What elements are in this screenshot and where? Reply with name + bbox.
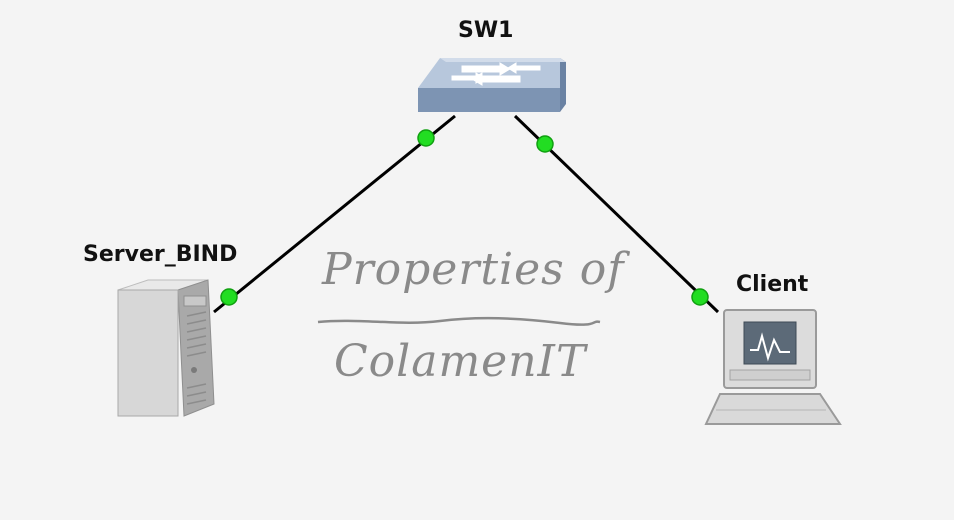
link-switch-server xyxy=(213,114,456,314)
port-indicator-server xyxy=(220,288,238,306)
port-indicator-client xyxy=(691,288,709,306)
port-indicator-switch-client xyxy=(536,135,554,153)
server-tower-icon[interactable] xyxy=(117,279,215,417)
client-label: Client xyxy=(736,272,809,297)
switch-label: SW1 xyxy=(458,18,514,43)
watermark-line2: ColamenIT xyxy=(334,336,587,387)
server-label: Server_BIND xyxy=(83,242,238,267)
watermark-underline xyxy=(317,316,601,326)
watermark-line1: Properties of xyxy=(322,244,625,295)
desktop-computer-icon[interactable] xyxy=(704,309,842,425)
network-switch-icon[interactable] xyxy=(418,58,566,112)
port-indicator-switch-server xyxy=(417,129,435,147)
